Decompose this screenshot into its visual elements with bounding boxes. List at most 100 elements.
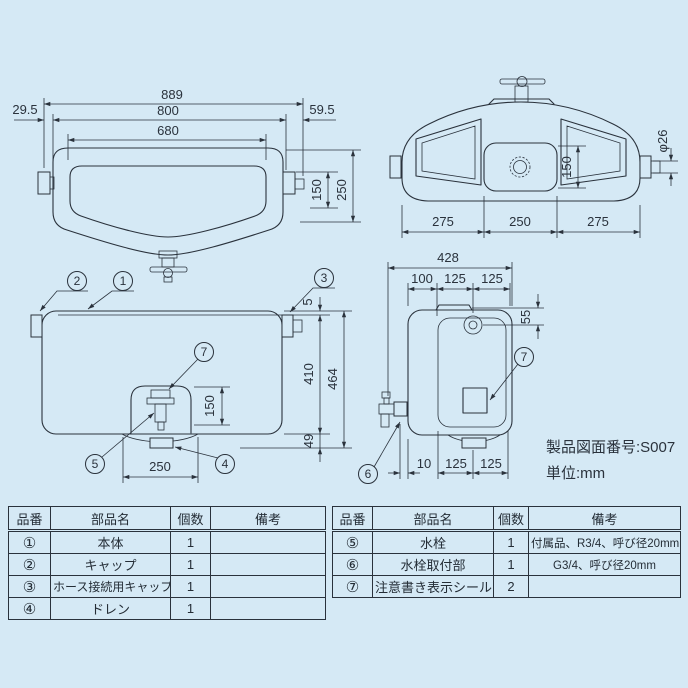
callout-6: 6 <box>358 421 401 484</box>
table-row: ⑤ 水栓 1 付属品、R3/4、呼び径20mm <box>332 530 681 554</box>
drain <box>149 437 174 449</box>
part-note <box>210 553 326 576</box>
svg-text:3: 3 <box>321 271 328 285</box>
dim-left-section: 275 <box>432 214 454 229</box>
svg-text:5: 5 <box>92 457 99 471</box>
part-no: ⑥ <box>332 553 373 576</box>
part-note: 付属品、R3/4、呼び径20mm <box>528 530 681 554</box>
part-note <box>210 597 326 620</box>
dim-cap-height: 150 <box>309 179 324 201</box>
dim-outer-width: 800 <box>157 103 179 118</box>
callout-3: 3 <box>289 268 335 313</box>
table-row: ⑦ 注意書き表示シール 2 <box>332 575 681 598</box>
plan-view: 150 φ26 275 250 275 <box>389 76 678 238</box>
dim-center-section: 250 <box>509 214 531 229</box>
part-qty: 1 <box>493 553 529 576</box>
part-no: ④ <box>8 597 51 620</box>
table-row: ② キャップ 1 <box>8 553 326 576</box>
front-view: 889 800 680 29.5 59.5 150 250 <box>12 87 361 283</box>
callout-1: 1 <box>87 271 134 310</box>
table-header-row: 品番 部品名 個数 備考 <box>8 506 326 532</box>
dim-total-height: 464 <box>325 368 340 390</box>
faucet-front <box>149 250 188 283</box>
callout-7-side: 7 <box>489 347 534 401</box>
svg-text:1: 1 <box>120 274 127 288</box>
faucet-top <box>499 76 546 103</box>
dim-recess-width: 250 <box>149 459 171 474</box>
part-note <box>210 530 326 554</box>
part-name: 水栓取付部 <box>372 553 494 576</box>
svg-text:4: 4 <box>222 457 229 471</box>
svg-text:7: 7 <box>521 350 528 364</box>
part-qty: 1 <box>170 553 211 576</box>
parts-table-right: 品番 部品名 個数 備考 ⑤ 水栓 1 付属品、R3/4、呼び径20mm ⑥ 水… <box>332 506 681 598</box>
col-header-remarks: 備考 <box>210 506 326 532</box>
dim-left-offset: 29.5 <box>12 102 37 117</box>
part-no: ⑦ <box>332 575 373 598</box>
dim-top-a: 100 <box>411 271 433 286</box>
dim-body-height: 410 <box>301 363 316 385</box>
right-cap <box>639 155 652 179</box>
col-header-qty: 個数 <box>493 506 529 532</box>
dim-cap-diameter: φ26 <box>655 130 670 153</box>
table-row: ③ ホース接続用キャップ 1 <box>8 575 326 598</box>
col-header-part-name: 部品名 <box>372 506 494 532</box>
parts-table-left: 品番 部品名 個数 備考 ① 本体 1 ② キャップ 1 ③ ホース接続用キャッ… <box>8 506 326 620</box>
part-no: ② <box>8 553 51 576</box>
drawing-views: 889 800 680 29.5 59.5 150 250 <box>12 76 678 484</box>
drain <box>461 437 487 449</box>
faucet-recess <box>146 389 175 431</box>
dim-total-depth: 428 <box>437 250 459 265</box>
part-name: 水栓 <box>372 530 494 554</box>
dim-inlet-offset: 55 <box>518 310 533 324</box>
right-cap <box>281 314 294 338</box>
dim-drain-height: 49 <box>301 434 316 448</box>
part-name: 注意書き表示シール <box>372 575 494 598</box>
side-view: 7 6 428 100 125 125 55 <box>358 250 544 484</box>
warning-label-plate <box>462 387 488 414</box>
dim-top-c: 125 <box>481 271 503 286</box>
threaded-opening <box>509 156 531 178</box>
dim-bottom-b: 125 <box>445 456 467 471</box>
table-header-row: 品番 部品名 個数 備考 <box>332 506 681 532</box>
part-note: G3/4、呼び径20mm <box>528 553 681 576</box>
unit-note: 単位:mm <box>546 465 605 482</box>
left-cap <box>389 155 402 179</box>
part-name: ドレン <box>50 597 171 620</box>
part-name: キャップ <box>50 553 171 576</box>
callout-7: 7 <box>168 342 214 390</box>
part-qty: 1 <box>170 575 211 598</box>
col-header-part-no: 品番 <box>8 506 51 532</box>
dim-panel-height: 150 <box>559 156 574 178</box>
callout-5: 5 <box>85 412 155 474</box>
part-no: ⑤ <box>332 530 373 554</box>
part-name: 本体 <box>50 530 171 554</box>
svg-text:7: 7 <box>201 345 208 359</box>
dim-recess-height: 150 <box>202 395 217 417</box>
part-no: ① <box>8 530 51 554</box>
svg-text:2: 2 <box>74 274 81 288</box>
part-qty: 1 <box>493 530 529 554</box>
faucet-side <box>378 391 408 428</box>
col-header-part-no: 品番 <box>332 506 373 532</box>
dim-total-height: 250 <box>334 179 349 201</box>
part-qty: 1 <box>170 597 211 620</box>
part-qty: 1 <box>170 530 211 554</box>
dim-bottom-c: 125 <box>480 456 502 471</box>
left-cap <box>37 171 51 195</box>
dim-right-offset: 59.5 <box>309 102 334 117</box>
dim-right-section: 275 <box>587 214 609 229</box>
col-header-qty: 個数 <box>170 506 211 532</box>
callout-2: 2 <box>39 271 88 312</box>
dim-inner-width: 680 <box>157 123 179 138</box>
parts-front-view: 2 1 3 7 5 4 <box>30 268 352 483</box>
part-qty: 2 <box>493 575 529 598</box>
col-header-remarks: 備考 <box>528 506 681 532</box>
part-no: ③ <box>8 575 51 598</box>
inlet-hole <box>463 315 483 335</box>
dim-top-b: 125 <box>444 271 466 286</box>
svg-text:6: 6 <box>365 467 372 481</box>
table-row: ⑥ 水栓取付部 1 G3/4、呼び径20mm <box>332 553 681 576</box>
part-note <box>528 575 681 598</box>
